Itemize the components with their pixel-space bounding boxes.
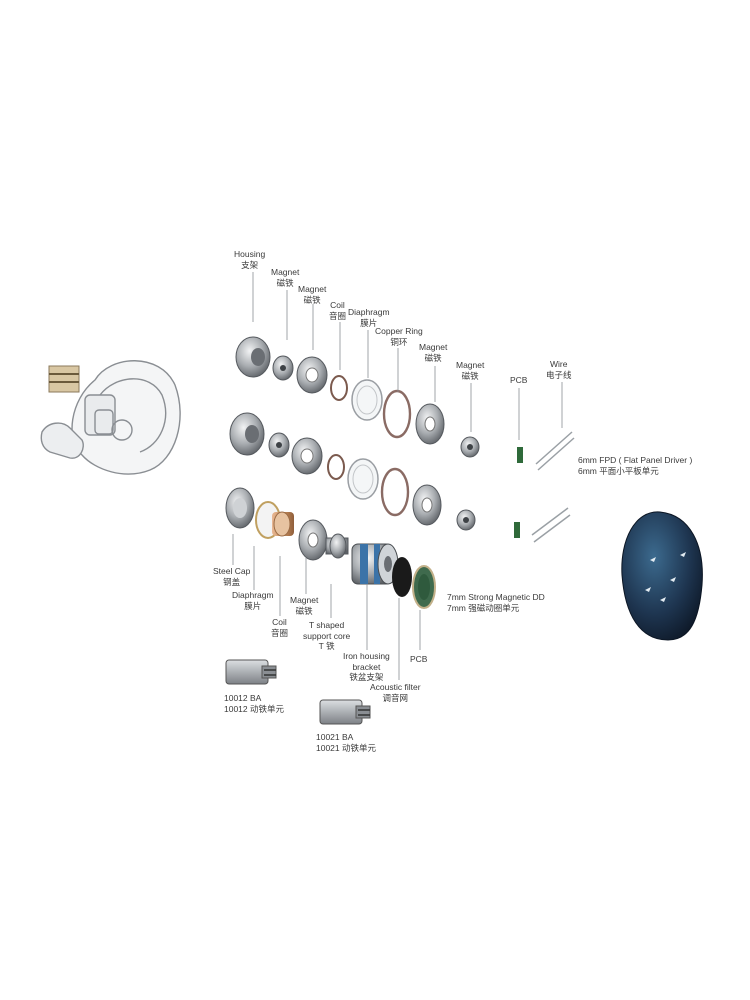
label-en: Coil — [330, 300, 345, 310]
label-zh: 10021 动铁单元 — [316, 742, 376, 753]
label-en2: support core — [303, 630, 351, 641]
label-fpd: 6mm FPD ( Flat Panel Driver ) 6mm 平面小平板单… — [578, 455, 692, 476]
label-en: Wire — [550, 359, 568, 369]
label-zh: 调音网 — [382, 692, 409, 703]
leader-lines — [232, 272, 563, 680]
label-magnet-1: Magnet 磁铁 — [271, 267, 299, 288]
label-magnet-3: Magnet 磁铁 — [419, 342, 447, 363]
label-en: Housing — [234, 249, 266, 259]
label-coil-bottom: Coil 音圈 — [271, 617, 288, 638]
ba-driver-10012 — [225, 659, 277, 685]
fpd-row-bottom — [229, 412, 571, 543]
label-en: Magnet — [271, 267, 300, 277]
label-t-core: T shaped support core T 铁 — [303, 620, 350, 652]
label-en: Acoustic filter — [370, 682, 421, 692]
label-zh: 支架 — [241, 259, 259, 270]
label-en: Magnet — [298, 284, 327, 294]
label-en: Coil — [272, 617, 287, 627]
label-steel-cap: Steel Cap 钢盖 — [213, 566, 250, 587]
label-en: PCB — [510, 375, 528, 385]
label-ba-10012: 10012 BA 10012 动铁单元 — [224, 693, 284, 714]
label-ba-10021: 10021 BA 10021 动铁单元 — [316, 732, 376, 753]
label-magnet-2: Magnet 磁铁 — [298, 284, 326, 305]
label-zh: 音圈 — [271, 627, 289, 638]
label-zh: 磁铁 — [295, 605, 313, 616]
label-pcb-top: PCB — [510, 375, 527, 386]
label-en: 10012 BA — [224, 693, 262, 703]
label-zh: 磁铁 — [276, 277, 294, 288]
label-zh: 磁铁 — [303, 294, 321, 305]
label-en2: bracket — [352, 661, 381, 672]
label-zh: 膜片 — [360, 317, 378, 328]
label-zh: 铜环 — [390, 336, 408, 347]
label-en: Copper Ring — [375, 326, 423, 336]
label-zh: 磁铁 — [461, 370, 479, 381]
label-en: Magnet — [456, 360, 485, 370]
label-zh: 磁铁 — [424, 352, 442, 363]
label-en: Diaphragm — [348, 307, 390, 317]
label-magnet-4: Magnet 磁铁 — [456, 360, 484, 381]
label-wire: Wire 电子线 — [546, 359, 572, 380]
label-diaphragm-top: Diaphragm 膜片 — [348, 307, 390, 328]
label-pcb-bottom: PCB — [410, 654, 427, 665]
label-en: Magnet — [419, 342, 448, 352]
transparent-shell — [40, 360, 181, 475]
label-zh: 6mm 平面小平板单元 — [578, 465, 659, 476]
label-coil-top: Coil 音圈 — [329, 300, 346, 321]
label-zh: T 铁 — [318, 641, 335, 651]
label-zh: 膜片 — [244, 600, 262, 611]
dynamic-driver-row — [225, 487, 436, 609]
label-copper-ring: Copper Ring 铜环 — [375, 326, 423, 347]
label-en1: Iron housing — [343, 651, 390, 661]
label-zh: 音圈 — [329, 310, 347, 321]
label-iron-housing: Iron housing bracket 铁盆支架 — [343, 651, 390, 683]
label-diaphragm-bottom: Diaphragm 膜片 — [232, 590, 274, 611]
label-en1: T shaped — [308, 620, 345, 630]
label-zh: 钢盖 — [223, 576, 241, 587]
label-en: Diaphragm — [232, 590, 274, 600]
finished-shell — [621, 511, 703, 641]
label-en: 6mm FPD ( Flat Panel Driver ) — [578, 455, 693, 465]
label-zh: 10012 动铁单元 — [224, 703, 284, 714]
label-zh: 铁盆支架 — [349, 672, 384, 682]
label-housing: Housing 支架 — [234, 249, 265, 270]
ba-driver-10021 — [319, 699, 371, 725]
label-zh: 电子线 — [546, 369, 572, 380]
label-zh: 7mm 强磁动圈单元 — [447, 602, 520, 613]
label-dd: 7mm Strong Magnetic DD 7mm 强磁动圈单元 — [447, 592, 545, 613]
connector-pins — [48, 365, 80, 393]
label-acoustic-filter: Acoustic filter 调音网 — [370, 682, 421, 703]
fpd-row-top — [235, 336, 575, 471]
label-en: 10021 BA — [316, 732, 354, 742]
label-magnet-bottom: Magnet 磁铁 — [290, 595, 318, 616]
label-en: 7mm Strong Magnetic DD — [447, 592, 545, 602]
label-en: Magnet — [290, 595, 319, 605]
label-en: Steel Cap — [213, 566, 251, 576]
label-en: PCB — [410, 654, 428, 664]
